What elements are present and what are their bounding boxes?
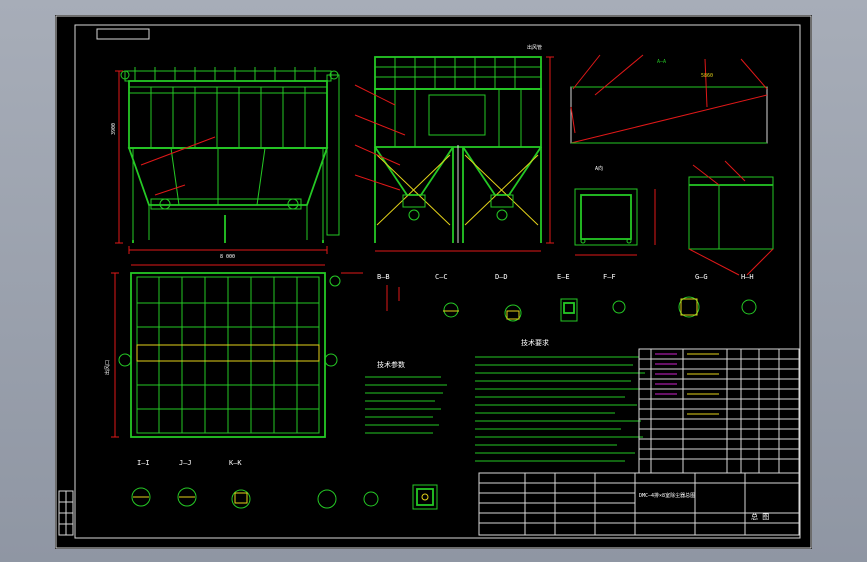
svg-text:D—D: D—D	[495, 273, 508, 281]
drawing-canvas[interactable]: 3900 8 000	[55, 15, 812, 549]
svg-text:E—E: E—E	[557, 273, 570, 281]
svg-text:G—G: G—G	[695, 273, 708, 281]
drawing-name: DMC—4排×8室除尘器总图	[639, 492, 695, 499]
section-details-row-1: B—B C—C D—D E—E F—F G—G H—H	[377, 273, 757, 322]
svg-text:5860: 5860	[701, 73, 713, 79]
inlet-duct-detail: A—A 5860	[570, 54, 768, 144]
svg-text:3900: 3900	[111, 123, 117, 135]
tech-spec-title: 技术参数	[377, 360, 405, 369]
svg-text:H—H: H—H	[741, 273, 754, 281]
svg-text:K—K: K—K	[229, 459, 242, 467]
parts-list-table	[638, 348, 800, 474]
front-elevation-view: 3900 8 000	[111, 67, 340, 260]
svg-text:8 000: 8 000	[220, 254, 235, 260]
inner-frame	[74, 24, 801, 539]
plan-view: 出风口	[104, 264, 363, 438]
tech-requirements-notes: 技术要求	[475, 338, 645, 462]
cad-drawing: 3900 8 000	[55, 15, 812, 549]
section-box-view: A向	[574, 165, 656, 256]
tech-spec-notes: 技术参数	[365, 360, 447, 434]
side-detail-view	[688, 160, 774, 276]
tech-req-title: 技术要求	[521, 338, 549, 347]
svg-text:A—A: A—A	[657, 59, 666, 65]
svg-text:F—F: F—F	[603, 273, 616, 281]
corner-label-box	[96, 28, 150, 40]
svg-text:B—B: B—B	[377, 273, 390, 281]
section-details-row-2: I—I J—J K—K	[131, 459, 438, 510]
svg-text:I—I: I—I	[137, 459, 150, 467]
svg-text:A向: A向	[595, 165, 603, 172]
side-elevation-view: 出风管	[354, 44, 554, 252]
binding-strip-lines	[59, 491, 73, 535]
svg-text:出风管: 出风管	[527, 44, 542, 51]
sheet-label: 总 图	[751, 512, 769, 521]
title-block: DMC—4排×8室除尘器总图 总 图	[478, 472, 800, 536]
outer-frame	[55, 15, 812, 549]
svg-text:出风口: 出风口	[104, 360, 111, 375]
svg-text:C—C: C—C	[435, 273, 448, 281]
svg-text:J—J: J—J	[179, 459, 192, 467]
